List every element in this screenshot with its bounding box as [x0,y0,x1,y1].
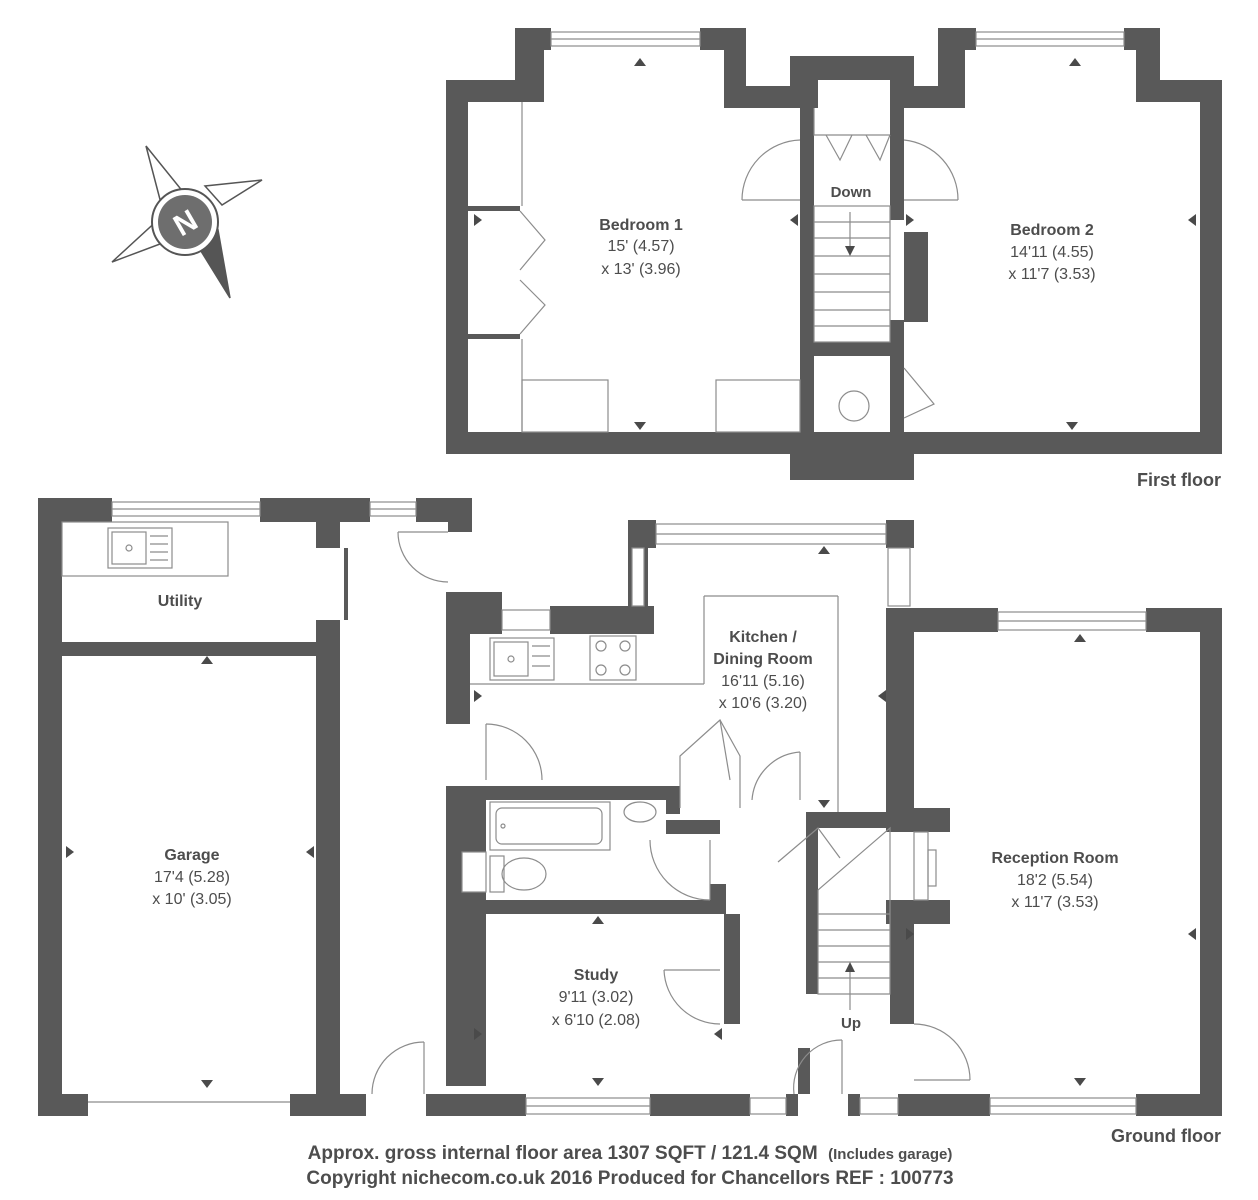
compass-icon: N [111,145,263,299]
study-dim2: x 6'10 (2.08) [552,1012,640,1029]
footer: Approx. gross internal floor area 1307 S… [306,1143,953,1189]
garage-dim2: x 10' (3.05) [152,891,232,908]
reception-dim1: 18'2 (5.54) [1017,872,1093,889]
kitchen-dim1: 16'11 (5.16) [721,673,805,690]
first-floor-label: First floor [1137,470,1221,490]
reception-name: Reception Room [991,850,1118,867]
bedroom1-name: Bedroom 1 [599,217,683,234]
first-floor-plan: Bedroom 1 15' (4.57) x 13' (3.96) Bedroo… [446,28,1222,490]
kitchen-name-line2: Dining Room [713,651,813,668]
study-dim1: 9'11 (3.02) [559,989,634,1006]
ground-floor-plan: Utility Garage 17'4 (5.28) x 10' (3.05) … [38,498,1222,1146]
garage-name: Garage [164,847,219,864]
study-name: Study [574,967,619,984]
stairs-up-label: Up [841,1015,861,1032]
bedroom1-dim1: 15' (4.57) [607,238,674,255]
area-note: (Includes garage) [828,1146,952,1163]
ground-floor-label: Ground floor [1111,1126,1221,1146]
reception-dim2: x 11'7 (3.53) [1011,894,1098,911]
area-line: Approx. gross internal floor area 1307 S… [308,1143,953,1164]
garage-dim1: 17'4 (5.28) [154,869,230,886]
copyright-text: Copyright nichecom.co.uk 2016 Produced f… [306,1168,953,1189]
bedroom2-dim2: x 11'7 (3.53) [1008,266,1095,283]
kitchen-name-line1: Kitchen / [729,629,797,646]
utility-name: Utility [158,593,203,610]
bedroom2-dim1: 14'11 (4.55) [1010,244,1094,261]
kitchen-dim2: x 10'6 (3.20) [719,695,807,712]
bedroom1-dim2: x 13' (3.96) [601,261,681,278]
bedroom2-name: Bedroom 2 [1010,222,1094,239]
stairs-down-label: Down [831,184,872,201]
area-text: Approx. gross internal floor area 1307 S… [308,1143,818,1164]
